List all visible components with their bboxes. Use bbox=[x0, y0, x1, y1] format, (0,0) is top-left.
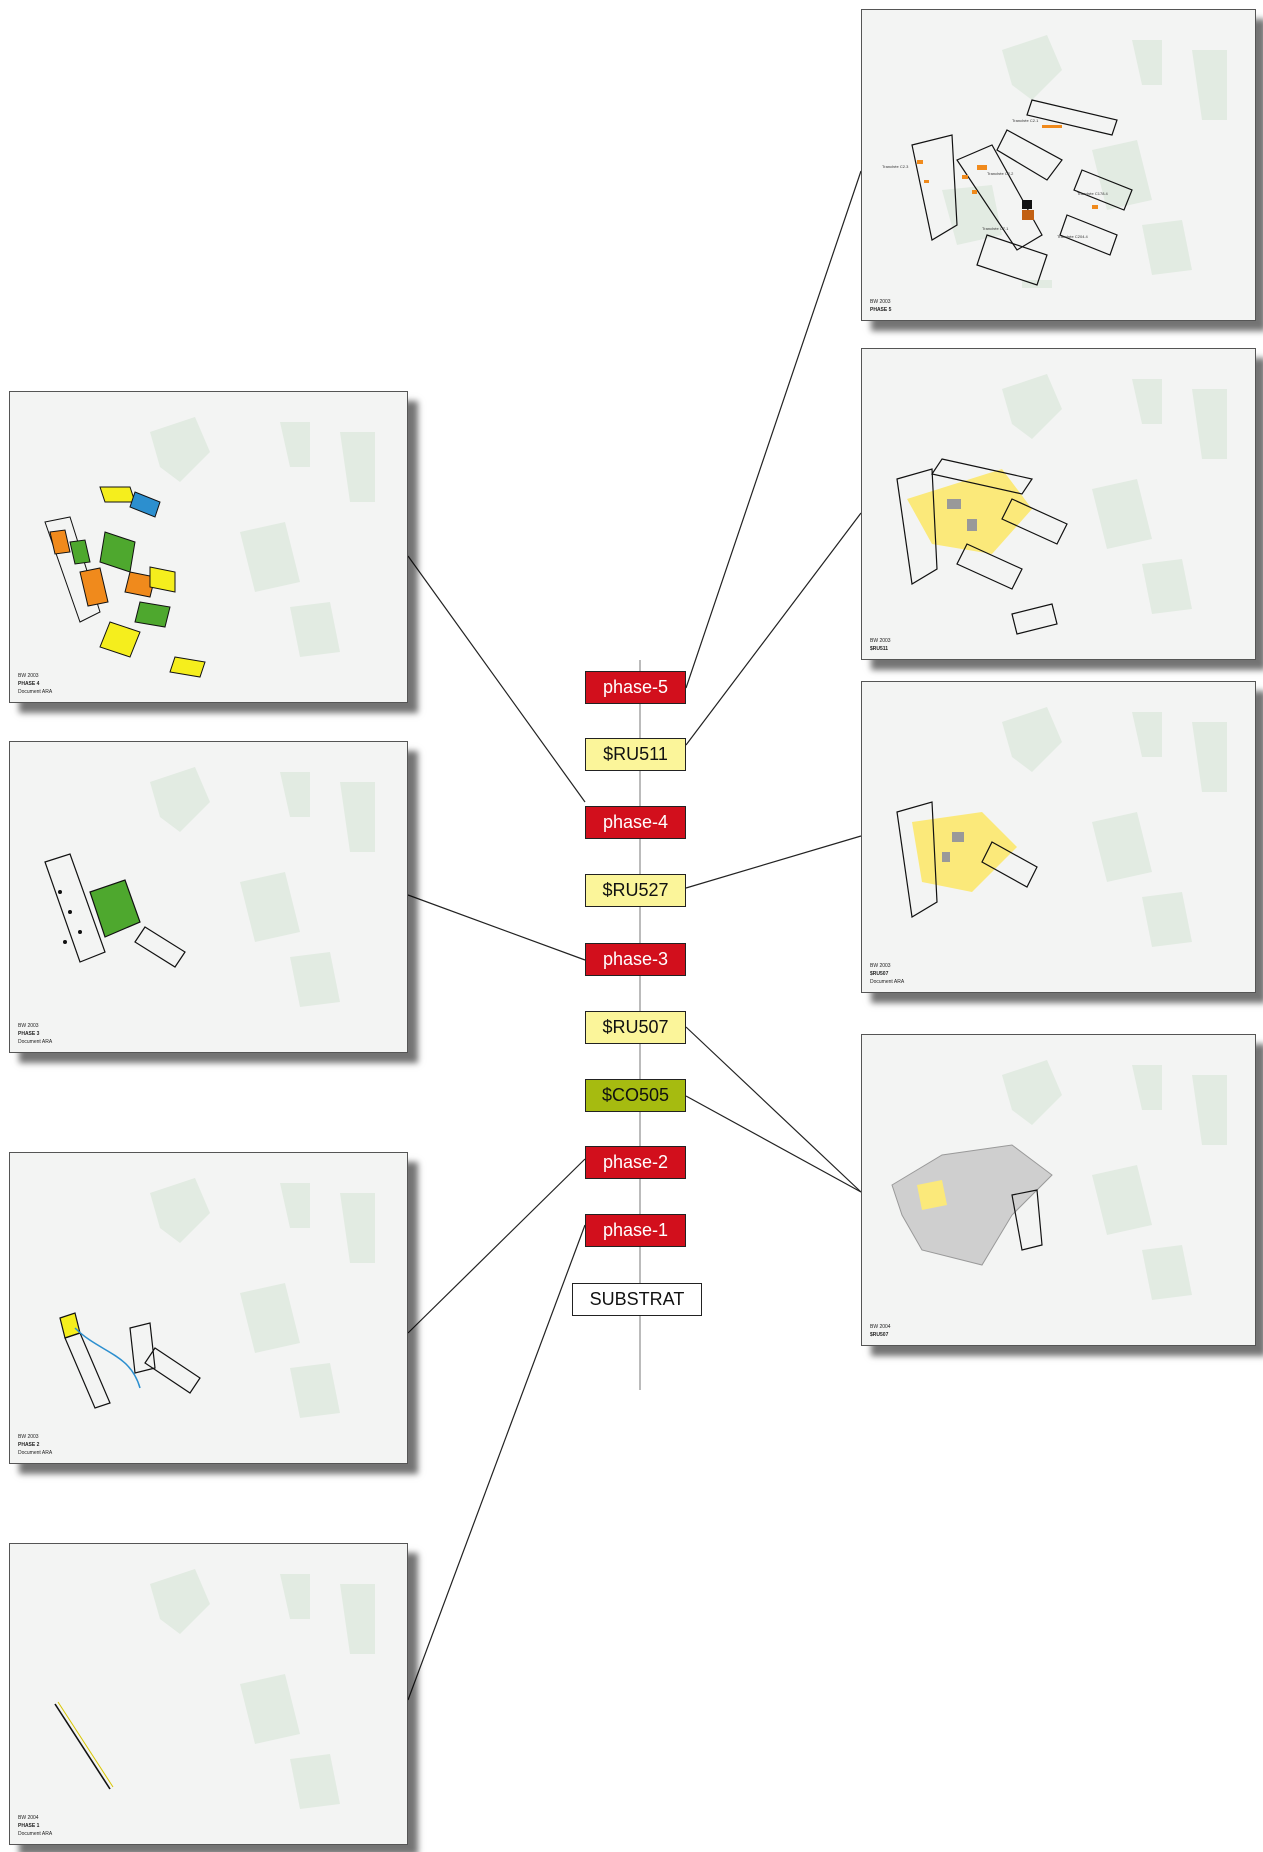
legend-site: BW 2003 bbox=[18, 1023, 39, 1029]
connector-phase1 bbox=[407, 1224, 586, 1701]
legend-title: $RU507 bbox=[870, 971, 889, 977]
connector-phase2 bbox=[407, 1158, 586, 1334]
plan-legend: BW 2004 PHASE 1 Document ARA bbox=[18, 1814, 52, 1838]
legend-credit: Document ARA bbox=[18, 1831, 53, 1837]
svg-text:Tranchée C204.4: Tranchée C204.4 bbox=[1057, 234, 1089, 239]
legend-site: BW 2004 bbox=[870, 1324, 891, 1330]
legend-site: BW 2003 bbox=[18, 1434, 39, 1440]
svg-text:Tranchée C178.4: Tranchée C178.4 bbox=[1077, 191, 1109, 196]
connector-co505 bbox=[685, 1095, 862, 1193]
node-phase-4[interactable]: phase-4 bbox=[585, 806, 686, 839]
site-plan-map bbox=[896, 374, 1227, 635]
node-phase-3[interactable]: phase-3 bbox=[585, 943, 686, 976]
site-plan-map bbox=[896, 707, 1227, 947]
svg-text:Tranchée C7.1: Tranchée C7.1 bbox=[982, 226, 1009, 231]
node-co505[interactable]: $CO505 bbox=[585, 1079, 686, 1112]
legend-site: BW 2003 bbox=[870, 963, 891, 969]
svg-text:Tranchée C2.1: Tranchée C2.1 bbox=[1012, 118, 1039, 123]
legend-title: PHASE 4 bbox=[18, 681, 40, 687]
legend-site: BW 2003 bbox=[870, 299, 891, 305]
plan-panel-ru511[interactable]: BW 2003 $RU511 bbox=[861, 348, 1256, 660]
legend-credit: Document ARA bbox=[18, 689, 53, 695]
plan-panel-phase-4[interactable]: BW 2003 PHASE 4 Document ARA bbox=[9, 391, 408, 703]
plan-legend: BW 2003 $RU507 Document ARA bbox=[870, 962, 904, 986]
connector-phase3 bbox=[407, 894, 586, 961]
node-substrat[interactable]: SUBSTRAT bbox=[572, 1283, 702, 1316]
plan-legend: BW 2004 $RU507 bbox=[870, 1323, 891, 1339]
site-plan-map bbox=[54, 1569, 375, 1809]
svg-text:Tranchée C2.2: Tranchée C2.2 bbox=[987, 171, 1014, 176]
connector-phase5 bbox=[685, 170, 862, 689]
plan-panel-ru527[interactable]: BW 2003 $RU507 Document ARA bbox=[861, 681, 1256, 993]
node-phase-2[interactable]: phase-2 bbox=[585, 1146, 686, 1179]
legend-title: $RU507 bbox=[870, 1332, 889, 1338]
legend-title: $RU511 bbox=[870, 646, 889, 652]
plan-legend: BW 2003 PHASE 5 bbox=[870, 298, 891, 314]
legend-credit: Document ARA bbox=[870, 979, 905, 985]
plan-legend: BW 2003 $RU511 bbox=[870, 637, 891, 653]
plan-panel-phase-5[interactable]: Tranchée C2.1 Tranchée C2.2 Tranchée C17… bbox=[861, 9, 1256, 321]
legend-site: BW 2003 bbox=[18, 673, 39, 679]
connector-ru527 bbox=[685, 835, 862, 889]
connector-ru507 bbox=[685, 1026, 862, 1193]
plan-panel-phase-3[interactable]: BW 2003 PHASE 3 Document ARA bbox=[9, 741, 408, 1053]
plan-legend: BW 2003 PHASE 3 Document ARA bbox=[18, 1022, 52, 1046]
legend-title: PHASE 5 bbox=[870, 307, 892, 313]
node-ru511[interactable]: $RU511 bbox=[585, 738, 686, 771]
legend-credit: Document ARA bbox=[18, 1450, 53, 1456]
node-phase-1[interactable]: phase-1 bbox=[585, 1214, 686, 1247]
plan-legend: BW 2003 PHASE 2 Document ARA bbox=[18, 1433, 52, 1457]
plan-panel-phase-1[interactable]: BW 2004 PHASE 1 Document ARA bbox=[9, 1543, 408, 1845]
connector-ru511 bbox=[685, 512, 862, 746]
site-plan-map bbox=[44, 417, 375, 678]
site-plan-map: Tranchée C2.1 Tranchée C2.2 Tranchée C17… bbox=[882, 35, 1227, 288]
node-ru507[interactable]: $RU507 bbox=[585, 1011, 686, 1044]
legend-title: PHASE 3 bbox=[18, 1031, 40, 1037]
legend-title: PHASE 2 bbox=[18, 1442, 40, 1448]
site-plan-map bbox=[891, 1060, 1227, 1300]
legend-credit: Document ARA bbox=[18, 1039, 53, 1045]
connector-phase4 bbox=[407, 555, 586, 803]
legend-title: PHASE 1 bbox=[18, 1823, 40, 1829]
plan-panel-phase-2[interactable]: BW 2003 PHASE 2 Document ARA bbox=[9, 1152, 408, 1464]
legend-site: BW 2004 bbox=[18, 1815, 39, 1821]
site-plan-map bbox=[59, 1178, 375, 1418]
site-plan-map bbox=[44, 767, 375, 1007]
node-phase-5[interactable]: phase-5 bbox=[585, 671, 686, 704]
svg-text:Tranchée C2.3: Tranchée C2.3 bbox=[882, 164, 909, 169]
node-ru527[interactable]: $RU527 bbox=[585, 874, 686, 907]
plan-legend: BW 2003 PHASE 4 Document ARA bbox=[18, 672, 52, 696]
plan-panel-co505[interactable]: BW 2004 $RU507 bbox=[861, 1034, 1256, 1346]
legend-site: BW 2003 bbox=[870, 638, 891, 644]
